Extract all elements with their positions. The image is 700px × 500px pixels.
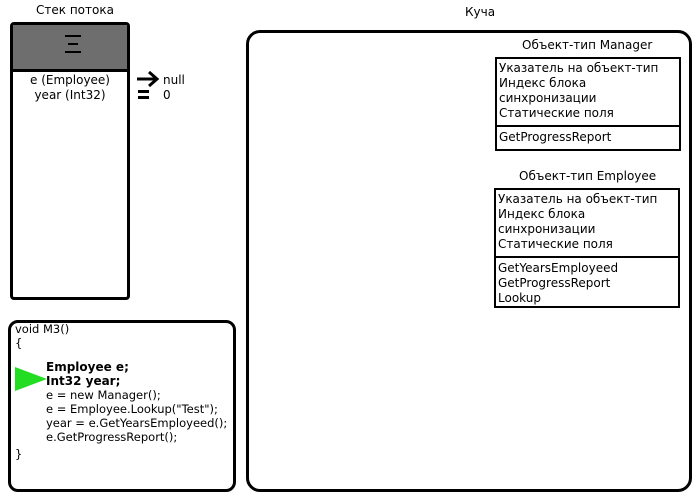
employee-method-get-years-employeed: GetYearsEmployeed (498, 261, 619, 275)
employee-type-title: Объект-тип Employee (519, 169, 657, 183)
year-value: 0 (163, 88, 171, 102)
manager-type-title: Объект-тип Manager (522, 38, 653, 52)
code-line-lookup: e = Employee.Lookup("Test"); (46, 402, 218, 416)
employee-type-fields: Указатель на объект-тип Индекс блока син… (496, 190, 678, 258)
manager-field-static: Статические поля (499, 106, 614, 120)
stack-var-e: e (Employee) (30, 73, 110, 87)
employee-field-type-pointer: Указатель на объект-тип (498, 192, 658, 206)
code-line-employee-decl: Employee e; (46, 360, 129, 374)
stack-title: Стек потока (36, 3, 114, 17)
stack-frame-icon (65, 35, 81, 53)
heap-title: Куча (465, 5, 496, 19)
employee-field-sync-index: Индекс блока (498, 207, 586, 221)
manager-method-get-progress-report: GetProgressReport (499, 130, 612, 144)
employee-field-static: Статические поля (498, 237, 613, 251)
code-line-progress-report: e.GetProgressReport(); (46, 430, 178, 444)
code-line-int32-decl: Int32 year; (46, 374, 121, 388)
employee-method-get-progress-report: GetProgressReport (498, 276, 611, 290)
code-box: void M3() { Employee e; Int32 year; e = … (8, 320, 236, 492)
code-line-signature: void M3() (15, 322, 70, 336)
equals-icon (138, 90, 149, 99)
code-line-open-brace: { (15, 336, 23, 350)
code-line-get-years: year = e.GetYearsEmployeed(); (46, 416, 228, 430)
manager-type-object: Указатель на объект-тип Индекс блока син… (495, 57, 681, 151)
manager-type-methods: GetProgressReport (497, 127, 679, 147)
current-line-arrow-icon (15, 367, 47, 391)
manager-field-sync-index: Индекс блока (499, 76, 587, 90)
manager-field-sync-index-cont: синхронизации (499, 91, 597, 105)
employee-type-methods: GetYearsEmployeed GetProgressReport Look… (496, 258, 678, 308)
null-pointer-arrow-icon (137, 70, 160, 88)
code-line-close-brace: } (15, 447, 23, 461)
manager-type-fields: Указатель на объект-тип Индекс блока син… (497, 59, 679, 127)
stack-var-year: year (Int32) (34, 88, 106, 102)
code-line-new-manager: e = new Manager(); (46, 388, 161, 402)
employee-method-lookup: Lookup (498, 291, 541, 305)
stack-top-frame (13, 25, 127, 72)
employee-field-sync-index-cont: синхронизации (498, 222, 596, 236)
e-value: null (163, 73, 185, 87)
manager-field-type-pointer: Указатель на объект-тип (499, 61, 659, 75)
thread-stack: e (Employee) year (Int32) (10, 22, 130, 300)
employee-type-object: Указатель на объект-тип Индекс блока син… (494, 188, 680, 308)
